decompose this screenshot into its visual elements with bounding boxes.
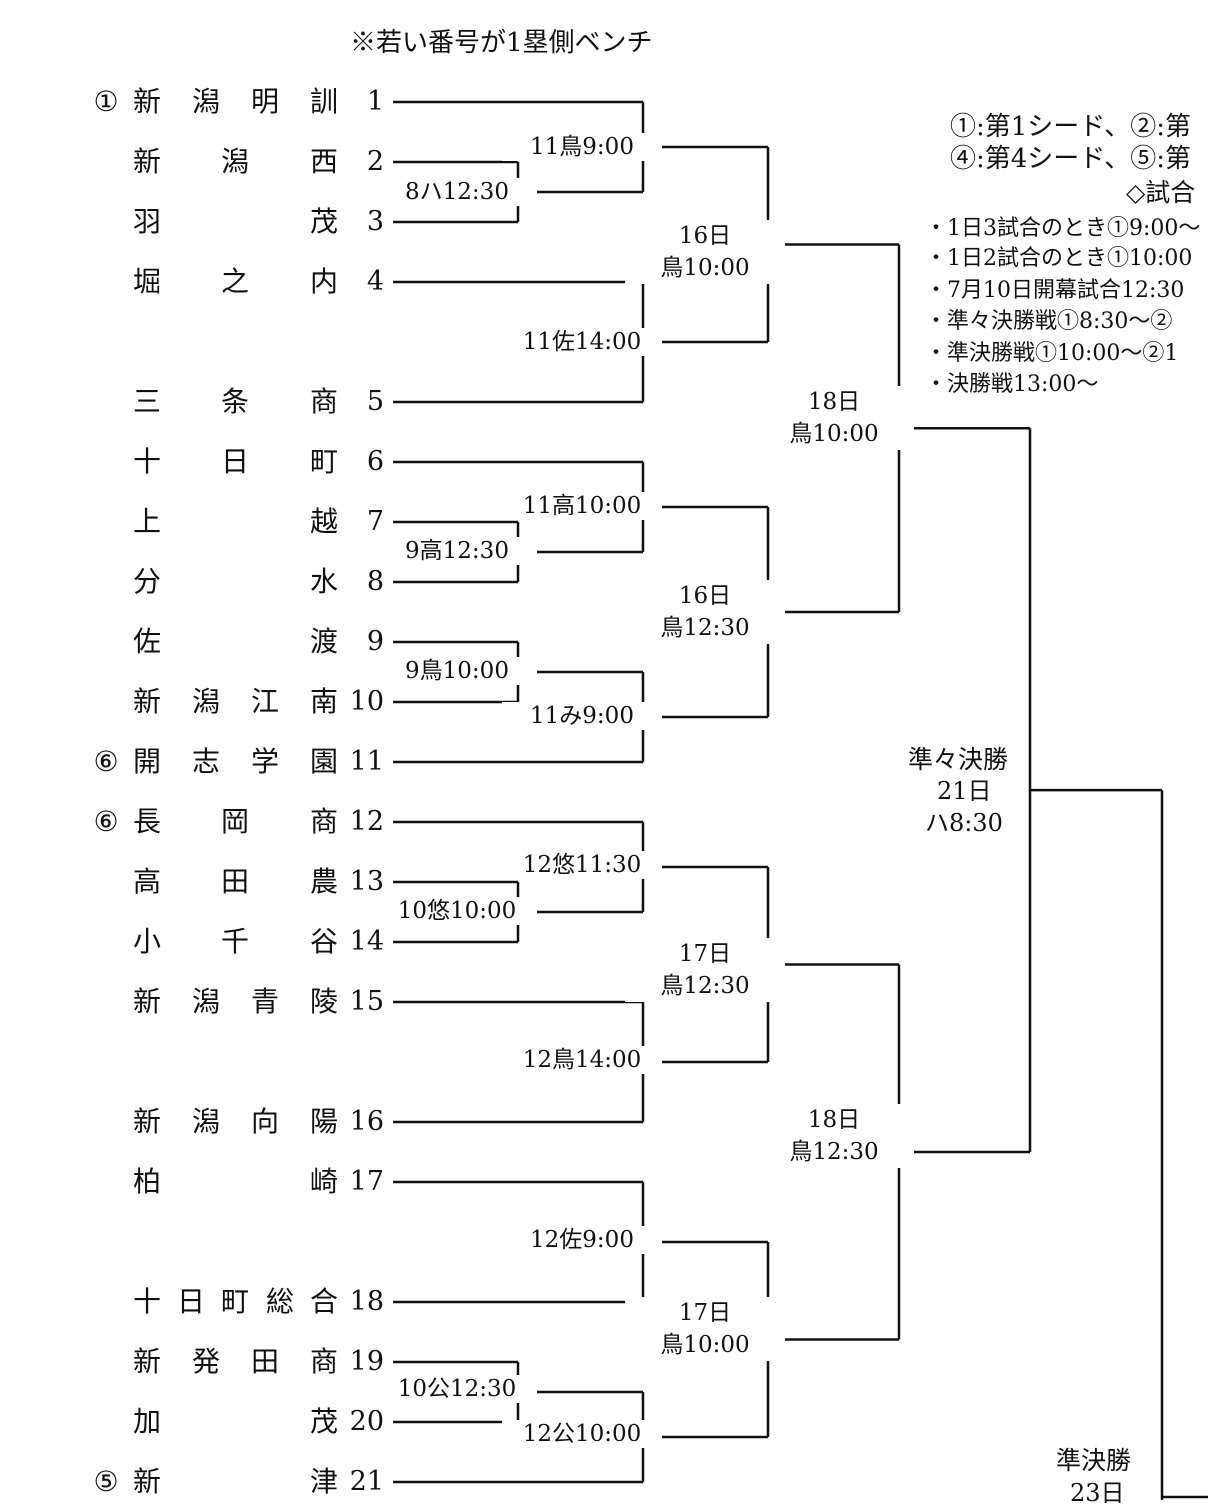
match-label: 12鳥14:00 bbox=[502, 1046, 662, 1074]
match-label: 18日鳥12:30 bbox=[754, 1104, 914, 1168]
team-number: 2 bbox=[366, 146, 384, 177]
quarterfinal-day: 21日 bbox=[937, 777, 992, 805]
team-number: 9 bbox=[366, 626, 384, 657]
team-number: 14 bbox=[349, 926, 384, 957]
legend-schedule-title: ◇試合 bbox=[1126, 178, 1196, 207]
match-label: 9高12:30 bbox=[377, 537, 537, 565]
semifinal-title: 準決勝 bbox=[1056, 1446, 1132, 1475]
team-number: 10 bbox=[349, 686, 384, 717]
match-label: 8ハ12:30 bbox=[377, 178, 537, 206]
team-number: 3 bbox=[366, 206, 384, 237]
team-number: 17 bbox=[349, 1166, 384, 1197]
team-number: 15 bbox=[349, 986, 384, 1017]
team-number: 19 bbox=[349, 1346, 384, 1377]
match-label: 11み9:00 bbox=[502, 702, 662, 730]
match-label: 17日鳥10:00 bbox=[625, 1297, 785, 1361]
legend-schedule-line-3: ・7月10日開幕試合12:30 bbox=[925, 278, 1185, 303]
team-number: 4 bbox=[366, 266, 384, 297]
team-number: 1 bbox=[366, 86, 384, 117]
team-number: 12 bbox=[349, 806, 384, 837]
legend-seed-line-1: ①:第1シード、②:第 bbox=[950, 112, 1192, 142]
quarterfinal-title: 準々決勝 bbox=[908, 745, 1009, 774]
team-number: 18 bbox=[349, 1286, 384, 1317]
match-label: 17日鳥12:30 bbox=[625, 938, 785, 1002]
team-number: 5 bbox=[366, 386, 384, 417]
team-number: 21 bbox=[349, 1466, 384, 1497]
quarterfinal-time: ハ8:30 bbox=[925, 809, 1003, 837]
team-number: 11 bbox=[349, 746, 384, 777]
team-number: 8 bbox=[366, 566, 384, 597]
semifinal-day: 23日 bbox=[1070, 1479, 1125, 1507]
match-label: 12公10:00 bbox=[502, 1420, 662, 1448]
seed-mark: ⑤ bbox=[93, 1465, 119, 1498]
legend-schedule-line-5: ・準決勝戦①10:00〜②1 bbox=[925, 341, 1179, 366]
match-label: 10公12:30 bbox=[377, 1375, 537, 1403]
team-number: 20 bbox=[349, 1406, 384, 1437]
match-label: 10悠10:00 bbox=[377, 897, 537, 925]
legend-schedule-line-4: ・準々決勝戦①8:30〜② bbox=[925, 309, 1173, 334]
match-label: 16日鳥10:00 bbox=[625, 220, 785, 284]
seed-mark: ⑥ bbox=[93, 805, 119, 838]
seed-mark: ① bbox=[93, 85, 119, 118]
legend-schedule-line-6: ・決勝戦13:00〜 bbox=[925, 372, 1099, 397]
team-number: 7 bbox=[366, 506, 384, 537]
team-number: 16 bbox=[349, 1106, 384, 1137]
match-label: 16日鳥12:30 bbox=[625, 580, 785, 644]
match-label: 11鳥9:00 bbox=[502, 133, 662, 161]
match-label: 9鳥10:00 bbox=[377, 657, 537, 685]
legend-seed-line-2: ④:第4シード、⑤:第 bbox=[950, 144, 1192, 174]
team-number: 6 bbox=[366, 446, 384, 477]
seed-mark: ⑥ bbox=[93, 745, 119, 778]
match-label: 12悠11:30 bbox=[502, 851, 662, 879]
header-note: ※若い番号が1塁側ベンチ bbox=[350, 28, 653, 58]
match-label: 11佐14:00 bbox=[502, 328, 662, 356]
legend-schedule-line-1: ・1日3試合のとき①9:00〜 bbox=[925, 216, 1201, 241]
match-label: 11高10:00 bbox=[502, 492, 662, 520]
team-number: 13 bbox=[349, 866, 384, 897]
match-label: 18日鳥10:00 bbox=[754, 386, 914, 450]
match-label: 12佐9:00 bbox=[502, 1226, 662, 1254]
legend-schedule-line-2: ・1日2試合のとき①10:00 bbox=[925, 246, 1193, 271]
